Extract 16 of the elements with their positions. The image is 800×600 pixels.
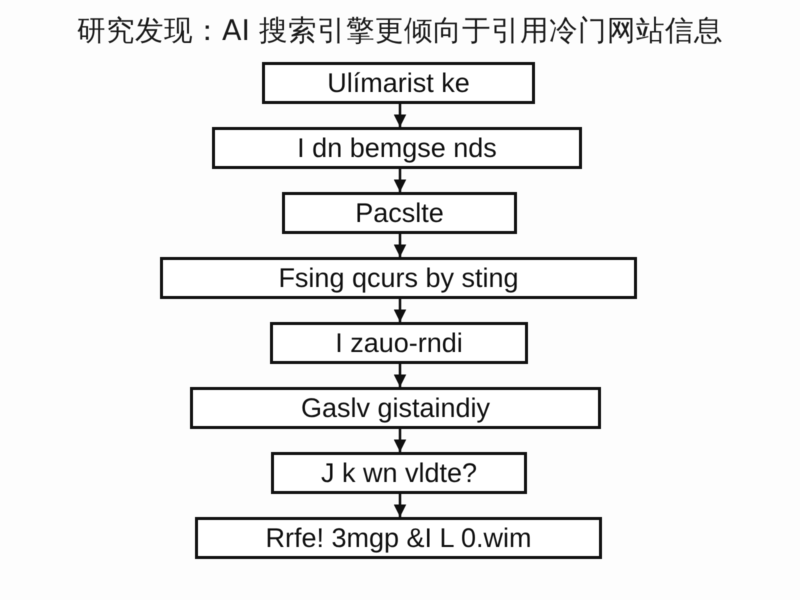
arrow (394, 494, 406, 517)
process-box: J k wn vldte? (271, 452, 527, 494)
process-box: Fsing qcurs by sting (160, 257, 637, 299)
caption: 研究发现：AI 搜索引擎更倾向于引用冷门网站信息 (76, 13, 724, 49)
arrow (394, 429, 406, 452)
process-box: I zauo-rndi (270, 322, 528, 364)
arrow (394, 299, 406, 322)
process-box: I dn bemgse nds (212, 127, 582, 169)
process-box: Ulímarist ke (262, 62, 535, 104)
arrow (394, 104, 406, 127)
process-box: Gaslv gistaindiy (190, 387, 601, 429)
process-box: Rrfe! 3mgp &I L 0.wim (195, 517, 602, 559)
arrow (394, 364, 406, 387)
arrow (394, 234, 406, 257)
arrow (394, 169, 406, 192)
process-box: Pacslte (282, 192, 517, 234)
